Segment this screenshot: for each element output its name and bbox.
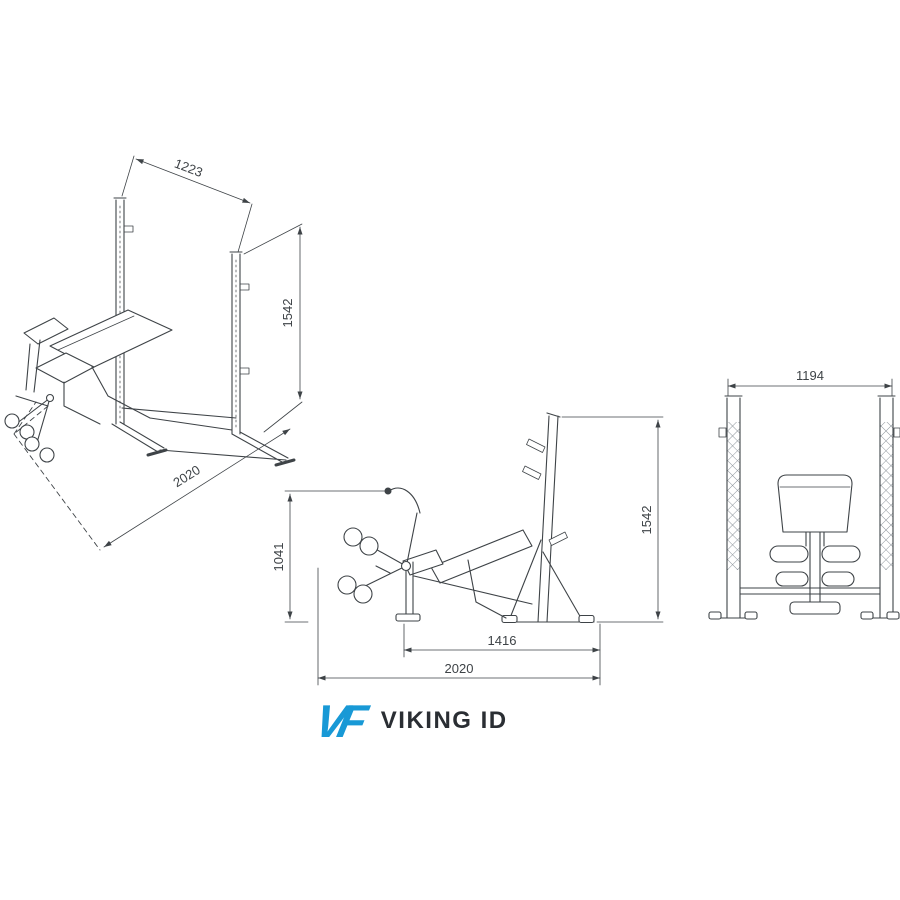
side-bench-foot — [395, 613, 421, 622]
side-roller — [343, 527, 363, 547]
front-left-post — [708, 395, 758, 620]
side-pivot — [400, 560, 412, 572]
side-curl-handle — [388, 487, 421, 514]
side-overall-length-label: 2020 — [445, 661, 474, 676]
side-bench — [395, 529, 533, 622]
front-right-post-holes — [880, 422, 893, 570]
side-bench-frame — [405, 559, 533, 619]
side-rack-horn — [522, 465, 542, 480]
iso-leg-developer — [4, 393, 55, 463]
brand-logo: VF VIKING ID — [310, 695, 508, 747]
side-inner-length-label: 1416 — [488, 633, 517, 648]
side-front-height-extensions — [284, 490, 387, 623]
front-bench — [739, 474, 881, 615]
front-right-post — [860, 395, 900, 620]
front-left-post-holes — [727, 422, 740, 570]
iso-bench-frame — [15, 339, 233, 431]
iso-dimension-width: 1223 — [121, 155, 253, 253]
front-roller — [821, 545, 861, 563]
side-view: 1041 1542 1416 2020 — [271, 412, 664, 686]
iso-dimension-height: 1542 — [243, 223, 303, 433]
front-center-post — [809, 531, 821, 603]
iso-depth-label: 2020 — [170, 462, 202, 490]
iso-height-label: 1542 — [280, 299, 295, 328]
side-dimension-rack-height: 1542 — [561, 416, 664, 623]
front-left-post-outline — [724, 395, 743, 619]
isometric-view: 1223 1542 2020 — [4, 155, 303, 551]
side-rack-height-extensions — [561, 416, 664, 623]
side-dimension-overall-length: 2020 — [317, 567, 601, 686]
side-rack-base — [505, 539, 595, 623]
front-roller — [821, 571, 855, 587]
front-right-post-outline — [877, 395, 896, 619]
iso-pivot — [45, 393, 55, 403]
front-right-post-tab — [893, 427, 900, 438]
front-base — [789, 601, 841, 615]
front-roller — [775, 571, 809, 587]
side-handle-end — [384, 487, 392, 495]
iso-rack-hooks — [123, 225, 250, 375]
iso-curl-pad — [23, 317, 69, 345]
side-back-pad — [430, 529, 533, 584]
side-rack-height-label: 1542 — [639, 506, 654, 535]
side-roller — [353, 584, 373, 604]
iso-height-extension-lines — [243, 223, 303, 433]
side-front-height-label: 1041 — [271, 543, 286, 572]
logo-mark: VF — [310, 695, 365, 747]
iso-width-extension-lines — [121, 155, 253, 253]
front-back-pad — [777, 474, 853, 533]
front-view: 1194 — [708, 368, 900, 620]
front-left-foot — [708, 611, 722, 620]
front-right-foot — [886, 611, 900, 620]
front-dimension-width: 1194 — [727, 368, 893, 397]
side-rack-post — [537, 412, 561, 623]
iso-rack-feet — [146, 448, 296, 467]
side-dimension-front-height: 1041 — [271, 490, 387, 623]
iso-rack-hole-strip — [119, 205, 237, 431]
front-width-label: 1194 — [796, 368, 824, 383]
iso-depth-dashed-outline — [13, 401, 101, 551]
front-left-post-tab — [718, 427, 727, 438]
front-right-foot — [860, 611, 874, 620]
side-leg-developer — [337, 487, 421, 604]
iso-bench — [15, 309, 233, 431]
front-seat-brackets — [805, 531, 825, 547]
side-rack-horn — [548, 531, 568, 546]
side-roller — [359, 536, 379, 556]
iso-seat-pad — [35, 352, 95, 384]
iso-roller — [24, 436, 40, 452]
iso-dimension-depth: 2020 — [13, 401, 291, 551]
side-rack — [501, 412, 595, 624]
side-rack-foot — [578, 614, 595, 624]
side-leg-arms — [356, 512, 418, 591]
iso-back-pad-edge — [57, 315, 135, 351]
iso-rack-base — [111, 407, 289, 463]
logo-text: VIKING ID — [380, 707, 508, 734]
iso-depth-dim-line — [103, 428, 291, 548]
front-left-foot — [744, 611, 758, 620]
iso-width-dim-line — [135, 158, 251, 204]
side-rack-horn — [526, 438, 546, 453]
front-roller — [769, 545, 809, 563]
iso-width-label: 1223 — [172, 156, 204, 180]
iso-roller — [39, 447, 55, 463]
side-dimension-inner-length: 1416 — [403, 623, 601, 686]
side-roller — [337, 575, 357, 595]
iso-roller — [4, 413, 20, 429]
